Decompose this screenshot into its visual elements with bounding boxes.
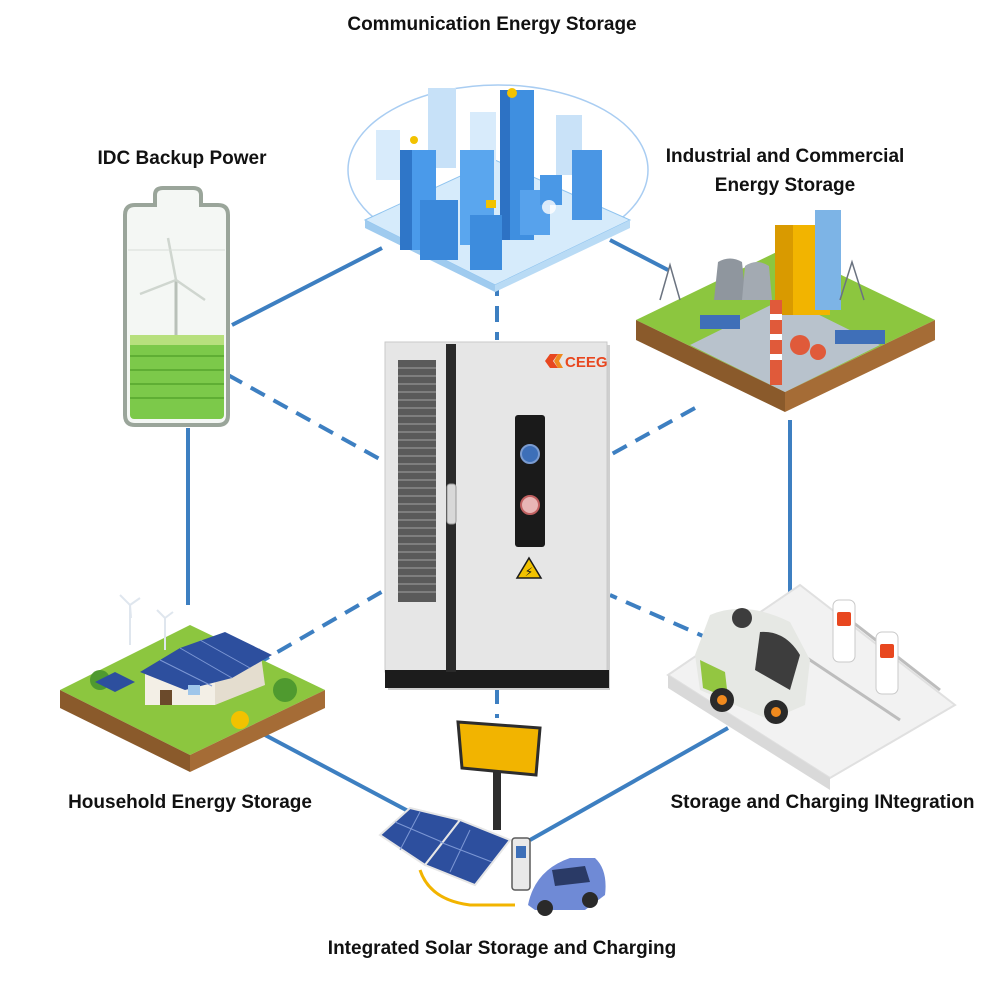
battery-backup-icon [123, 186, 230, 427]
label-integrated-solar-storage-charging: Integrated Solar Storage and Charging [327, 938, 677, 959]
status-indicator-blue [520, 444, 540, 464]
label-idc-backup-power: IDC Backup Power [97, 148, 267, 169]
vent-grille [398, 360, 436, 602]
spoke-storage [609, 593, 713, 642]
control-panel [515, 415, 545, 547]
status-indicator-red [520, 495, 540, 515]
warning-glyph: ⚡ [525, 565, 533, 579]
connector-household-solar [264, 733, 411, 814]
door-handle [446, 483, 457, 525]
solar-charging-icon [378, 720, 606, 916]
connector-storage-solar [529, 726, 729, 842]
ev-charging-station-icon [666, 583, 957, 790]
ceeg-logo-icon [545, 354, 563, 368]
energy-storage-cabinet: CEEG ⚡ [384, 341, 610, 690]
label-industrial-line1: Industrial and Commercial [665, 146, 905, 167]
spoke-industrial [609, 406, 696, 457]
high-voltage-warning-icon: ⚡ [515, 556, 543, 579]
industrial-plant-icon [636, 210, 935, 412]
connector-comm-industrial [609, 238, 669, 272]
brand-label: CEEG [565, 354, 608, 371]
label-industrial-line2: Energy Storage [714, 175, 856, 196]
spoke-household [254, 588, 386, 667]
label-storage-charging-integration: Storage and Charging INtegration [670, 792, 975, 813]
cabinet-base [385, 670, 609, 688]
label-household-energy-storage: Household Energy Storage [68, 792, 312, 813]
spoke-idc [227, 373, 386, 464]
hexagon-connectors [186, 238, 792, 842]
label-communication-energy-storage: Communication Energy Storage [347, 14, 637, 35]
smart-city-icon [347, 84, 649, 292]
household-house-icon [60, 594, 325, 772]
label-industrial-commercial: Industrial and Commercial Energy Storage [640, 142, 930, 200]
connector-idc-comm [231, 246, 383, 327]
